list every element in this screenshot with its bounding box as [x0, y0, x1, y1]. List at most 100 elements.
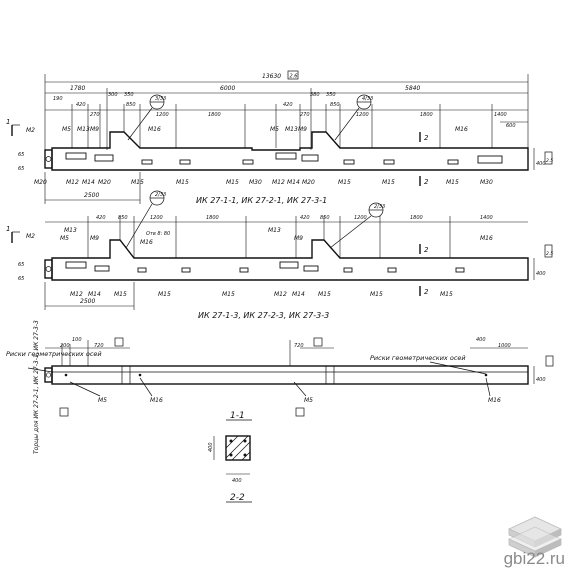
elev-a-dim-850b: 850: [330, 102, 340, 108]
label-m15f: М15: [446, 179, 459, 186]
label-m15c: М15: [226, 179, 239, 186]
elev-b-caption: ИК 27-1-3, ИК 27-2-3, ИК 27-3-3: [198, 311, 329, 320]
label-m20b: М20: [98, 179, 111, 186]
section-11-width: 400: [232, 478, 242, 484]
label-m15e: М15: [382, 179, 395, 186]
svg-text:1: 1: [6, 118, 10, 126]
section-11-height: 400: [208, 442, 214, 452]
label-b-m9: М9: [90, 235, 99, 242]
svg-text:2: 2: [424, 178, 429, 186]
label-m14b: М14: [287, 179, 300, 186]
elev-b-side-65b: 65: [18, 276, 24, 282]
elev-a-dim-1800: 1800: [208, 112, 221, 118]
svg-text:3/33: 3/33: [155, 96, 166, 102]
callout-3-33: 3/33: [127, 94, 166, 141]
label-b-m14b: М14: [292, 291, 305, 298]
label-m15d: М15: [338, 179, 351, 186]
cross-section: 1-1 400 400 2-2: [208, 411, 252, 503]
label-m14: М14: [82, 179, 95, 186]
elev-a-dim-1200b: 1200: [356, 112, 369, 118]
watermark-logo-icon: [508, 516, 562, 558]
elev-b-dim-850b: 850: [320, 215, 330, 221]
label-b-m15c: М15: [222, 291, 235, 298]
plan-label-m5: М5: [98, 397, 107, 404]
label-b-m15b: М15: [158, 291, 171, 298]
elev-b-openings: [65, 261, 465, 273]
elev-a-dim-420: 420: [76, 102, 86, 108]
plan-dim-400: 400: [476, 337, 486, 343]
overall-length: 13630: [262, 73, 281, 80]
label-b-m12: М12: [70, 291, 83, 298]
label-m15b: М15: [176, 179, 189, 186]
svg-text:2: 2: [424, 288, 429, 296]
elev-a-side-code: 2.5: [546, 158, 553, 164]
elev-a-dim-1800b: 1800: [420, 112, 433, 118]
plan-view: 200 100 720 720 400 1000 400 Риски геоме…: [6, 320, 554, 454]
label-m30b: М30: [480, 179, 493, 186]
elev-a-dim-350b: 350: [326, 92, 336, 98]
callout-2-33-a: 2/33: [125, 190, 166, 249]
elev-a-dim-300: 300: [108, 92, 118, 98]
elev-b-dim-420: 420: [96, 215, 106, 221]
elev-a-dim-350: 350: [124, 92, 134, 98]
segment-1: 1780: [70, 85, 85, 92]
plan-dim-1000: 1000: [498, 343, 511, 349]
plan-dim-400b: 400: [536, 377, 546, 383]
label-m9b: М9: [298, 126, 307, 133]
label-b-m2: М2: [26, 233, 35, 240]
plan-label-m16b: М16: [488, 397, 501, 404]
label-b-m9b: М9: [294, 235, 303, 242]
plan-left-label: Риски геометрических осей: [6, 350, 102, 358]
label-m2: М2: [26, 127, 35, 134]
watermark-text: gbi22.ru: [503, 549, 565, 568]
elev-a-side-65b: 65: [18, 166, 24, 172]
elev-a-dim-270b: 270: [300, 112, 310, 118]
elev-a-side-400: 400: [536, 161, 546, 167]
elevation-a: 190 420 270 300 350 850 1200 1800 380 42…: [6, 92, 553, 205]
elev-b-dim-1200: 1200: [150, 215, 163, 221]
elevation-b: 420 850 1200 1800 420 850 1200 1800 1400…: [6, 190, 553, 320]
section-marker-1-left-b: 1: [6, 225, 20, 243]
elev-a-bottom-dim: 2500: [84, 192, 99, 199]
elev-b-side-code: 2.5: [546, 251, 553, 257]
elev-b-dim-1800: 1800: [206, 215, 219, 221]
svg-text:2: 2: [424, 134, 429, 142]
plan-dim-720b: 720: [294, 343, 304, 349]
label-m20: М20: [34, 179, 47, 186]
section-marker-2-a: 2 2: [419, 132, 429, 186]
elev-a-dim-850: 850: [126, 102, 136, 108]
elev-b-note: Отв 8: 80: [146, 231, 170, 237]
label-m15: М15: [131, 179, 144, 186]
elev-a-dim-270: 270: [90, 112, 100, 118]
elev-b-side-65a: 65: [18, 262, 24, 268]
elev-a-side-65a: 65: [18, 152, 24, 158]
elev-a-dim-380: 380: [310, 92, 320, 98]
plan-dim-100: 100: [72, 337, 82, 343]
label-b-m16: М16: [140, 239, 153, 246]
segment-3: 5840: [405, 85, 420, 92]
elev-a-dim-420b: 420: [283, 102, 293, 108]
elev-a-dim-1400: 1400: [494, 112, 507, 118]
callout-2-33-b: 2/33: [329, 202, 385, 249]
label-b-m15d: М15: [318, 291, 331, 298]
plan-label-m16: М16: [150, 397, 163, 404]
label-b-m5: М5: [60, 235, 69, 242]
elev-a-dim-1200: 1200: [156, 112, 169, 118]
label-b-m13: М13: [64, 227, 77, 234]
label-b-m15: М15: [114, 291, 127, 298]
label-m30: М30: [249, 179, 262, 186]
elev-a-dim-190: 190: [53, 96, 63, 102]
label-m12: М12: [66, 179, 79, 186]
plan-dim-720: 720: [94, 343, 104, 349]
elev-a-openings: [65, 152, 503, 165]
segment-2: 6000: [220, 85, 235, 92]
section-11-title: 1-1: [230, 411, 245, 421]
elev-b-dim-1400: 1400: [480, 215, 493, 221]
elev-a-dim-600: 600: [506, 123, 516, 129]
label-b-m15e: М15: [370, 291, 383, 298]
svg-text:1: 1: [6, 225, 10, 233]
label-m12b: М12: [272, 179, 285, 186]
label-m20c: М20: [302, 179, 315, 186]
svg-text:2/33: 2/33: [374, 204, 385, 210]
